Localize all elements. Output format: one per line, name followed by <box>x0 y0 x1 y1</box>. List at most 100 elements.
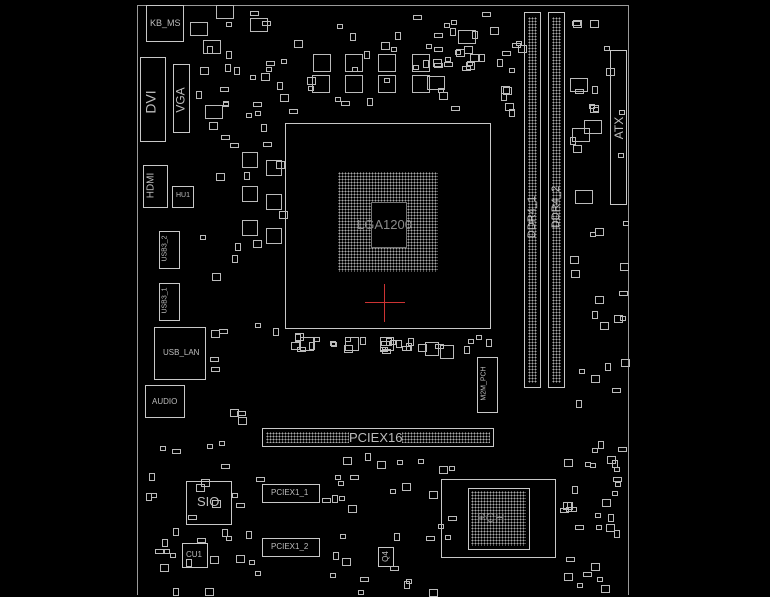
kb-ms-connector[interactable]: KB_MS <box>146 5 184 42</box>
smd-pad <box>570 78 588 92</box>
smd-pad <box>567 502 573 510</box>
smd-pad <box>223 101 229 106</box>
smd-pad <box>584 120 602 134</box>
smd-pad <box>338 481 344 486</box>
hdmi-label: HDMI <box>145 172 157 199</box>
smd-pad <box>221 135 230 140</box>
pciex16-slot[interactable]: PCIEX16 <box>262 428 494 447</box>
smd-pad <box>575 525 584 530</box>
smd-pad <box>596 525 602 530</box>
usb-lan-connector[interactable]: USB_LAN <box>154 327 206 380</box>
hu1-chip[interactable]: HU1 <box>172 186 194 208</box>
atx-label: ATX <box>612 116 627 140</box>
smd-pad <box>225 64 231 72</box>
cpu-socket[interactable] <box>285 123 491 329</box>
smd-pad <box>418 459 424 464</box>
smd-pad <box>438 524 444 529</box>
vga-connector[interactable]: VGA <box>173 64 190 133</box>
smd-pad <box>604 46 610 51</box>
smd-pad <box>573 145 582 153</box>
smd-pad <box>300 337 314 351</box>
smd-pad <box>200 235 206 240</box>
smd-pad <box>273 328 279 336</box>
smd-pad <box>255 571 261 576</box>
smd-pad <box>601 585 610 593</box>
smd-pad <box>612 388 621 393</box>
atx-connector[interactable]: ATX <box>610 50 627 205</box>
usb3-2-connector[interactable]: USB3_2 <box>159 231 180 269</box>
smd-pad <box>570 137 576 145</box>
smd-pad <box>384 78 390 83</box>
smd-pad <box>276 161 285 169</box>
dvi-connector[interactable]: DVI <box>140 57 166 142</box>
smd-pad <box>502 51 511 56</box>
crosshair-icon <box>365 302 405 303</box>
smd-pad <box>377 461 386 469</box>
smd-pad <box>160 446 166 451</box>
smd-pad <box>295 334 301 342</box>
smd-pad <box>250 11 259 16</box>
smd-pad <box>501 86 510 94</box>
q4-component[interactable]: Q4 <box>378 547 394 567</box>
pch-label: PCH <box>477 510 505 525</box>
smd-pad <box>210 556 219 564</box>
smd-pad <box>341 101 350 106</box>
smd-pad <box>289 109 298 114</box>
smd-pad <box>261 73 270 81</box>
ddr4-1-slot[interactable]: DDR4_1 <box>524 12 541 388</box>
smd-pad <box>570 256 579 264</box>
smd-pad <box>196 484 205 492</box>
pciex1-2-slot[interactable]: PCIEX1_2 <box>262 538 320 557</box>
smd-pad <box>566 557 575 562</box>
pch-outline <box>441 479 556 558</box>
smd-pad <box>331 342 337 347</box>
smd-pad <box>426 536 435 541</box>
smd-pad <box>444 62 453 67</box>
smd-pad <box>335 97 341 102</box>
pch-chip[interactable]: PCH <box>468 488 530 550</box>
smd-pad <box>219 329 228 334</box>
cu1-chip[interactable]: CU1 <box>182 543 208 568</box>
smd-pad <box>486 339 492 347</box>
smd-pad <box>155 549 164 554</box>
m2m-pch-slot[interactable]: M2M_PCH <box>477 357 498 413</box>
smd-pad <box>390 489 396 494</box>
smd-pad <box>391 47 397 52</box>
smd-pad <box>226 536 232 541</box>
smd-pad <box>620 316 626 321</box>
smd-pad <box>201 479 210 487</box>
board-edge-right <box>628 5 629 595</box>
smd-pad <box>395 32 401 40</box>
smd-pad <box>509 109 515 117</box>
smd-pad <box>440 345 454 359</box>
smd-pad <box>435 344 444 349</box>
hu1-label: HU1 <box>176 192 191 199</box>
smd-pad <box>249 560 255 565</box>
smd-pad <box>237 411 246 416</box>
ddr4-2-slot[interactable]: DDR4_2 <box>548 12 565 388</box>
smd-pad <box>439 466 448 474</box>
smd-pad <box>612 491 618 496</box>
smd-pad <box>406 343 412 351</box>
smd-pad <box>314 337 320 342</box>
smd-pad <box>236 503 245 508</box>
cpu-pin-center <box>371 202 407 248</box>
pciex1-1-slot[interactable]: PCIEX1_1 <box>262 484 320 503</box>
smd-pad <box>173 528 179 536</box>
smd-pad <box>246 531 252 539</box>
smd-pad <box>266 194 282 210</box>
smd-pad <box>340 534 346 539</box>
smd-pad <box>216 173 225 181</box>
audio-connector[interactable]: AUDIO <box>145 385 185 418</box>
smd-pad <box>482 12 491 17</box>
usb3-1-connector[interactable]: USB3_1 <box>159 283 180 321</box>
smd-pad <box>365 453 371 461</box>
board-edge-left <box>137 5 138 595</box>
smd-pad <box>190 22 208 36</box>
smd-pad <box>360 577 369 582</box>
smd-pad <box>196 91 202 99</box>
smd-pad <box>216 5 234 19</box>
smd-pad <box>600 322 609 330</box>
hdmi-connector[interactable]: HDMI <box>143 165 168 208</box>
smd-pad <box>479 54 485 62</box>
